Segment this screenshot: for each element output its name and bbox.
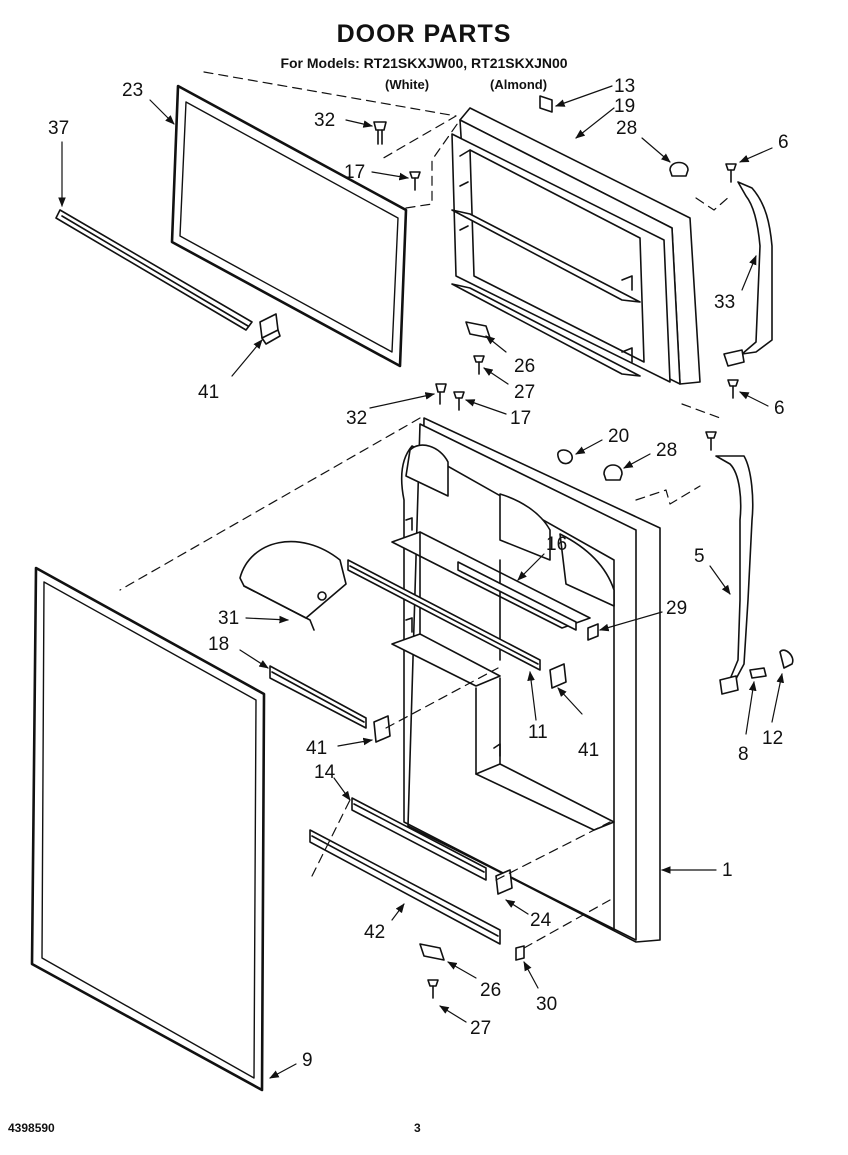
retainer-bar: [457, 561, 577, 631]
callout-37: 37: [48, 118, 69, 139]
callout-18: 18: [208, 634, 229, 655]
callout-11: 11: [528, 722, 548, 743]
assembly-lines: [119, 71, 731, 949]
callout-41: 41: [198, 382, 219, 403]
dairy-bar: [269, 665, 367, 729]
callout-27: 27: [470, 1018, 491, 1039]
callout-16: 16: [546, 534, 567, 555]
callout-leaders: [58, 85, 784, 1079]
callout-41: 41: [578, 740, 599, 761]
page-title: DOOR PARTS: [336, 20, 512, 48]
callout-20: 20: [608, 426, 629, 447]
callout-9: 9: [302, 1050, 313, 1071]
callout-13: 13: [614, 76, 635, 97]
callout-labels: 13 19 23 32 28 6 37 17 33 26 41 27 6 32 …: [48, 76, 789, 1071]
freezer-handle: [723, 181, 773, 367]
callout-17: 17: [510, 408, 531, 429]
callout-31: 31: [218, 608, 239, 629]
callout-27: 27: [514, 382, 535, 403]
callout-42: 42: [364, 922, 385, 943]
callout-5: 5: [694, 546, 705, 567]
callout-17: 17: [344, 162, 365, 183]
hardware: [373, 95, 794, 999]
page-number: 3: [414, 1121, 421, 1135]
callout-24: 24: [530, 910, 552, 931]
callout-29: 29: [666, 598, 687, 619]
dairy-door: [239, 540, 347, 631]
callout-41: 41: [306, 738, 327, 759]
fresh-food-door: [391, 417, 661, 943]
fresh-food-door-gasket: [30, 566, 266, 1092]
callout-30: 30: [536, 994, 557, 1015]
shelf-clips: [373, 623, 599, 961]
freezer-door-liner: [451, 107, 701, 385]
callout-19: 19: [614, 96, 635, 117]
door-shelf-bar: [347, 559, 541, 671]
callout-1: 1: [722, 860, 733, 881]
models-line: For Models: RT21SKXJW00, RT21SKXJN00: [280, 55, 568, 71]
freezer-door-gasket: [170, 84, 408, 368]
callout-28: 28: [616, 118, 637, 139]
callout-32: 32: [346, 408, 367, 429]
color-almond-label: (Almond): [490, 77, 548, 92]
callout-8: 8: [738, 744, 749, 765]
callout-12: 12: [762, 728, 783, 749]
document-number: 4398590: [8, 1121, 55, 1135]
callout-26: 26: [514, 356, 535, 377]
callout-26: 26: [480, 980, 501, 1001]
freezer-clip: [259, 313, 281, 345]
callout-32: 32: [314, 110, 335, 131]
lower-door-bar: [351, 797, 487, 881]
callout-6: 6: [774, 398, 785, 419]
callout-33: 33: [714, 292, 735, 313]
freezer-breaker-strip: [55, 209, 253, 331]
color-white-label: (White): [385, 77, 430, 92]
callout-23: 23: [122, 80, 143, 101]
fresh-food-handle: [715, 455, 754, 695]
bottom-door-bar: [309, 829, 501, 945]
callout-28: 28: [656, 440, 677, 461]
callout-14: 14: [314, 762, 336, 783]
callout-6: 6: [778, 132, 789, 153]
